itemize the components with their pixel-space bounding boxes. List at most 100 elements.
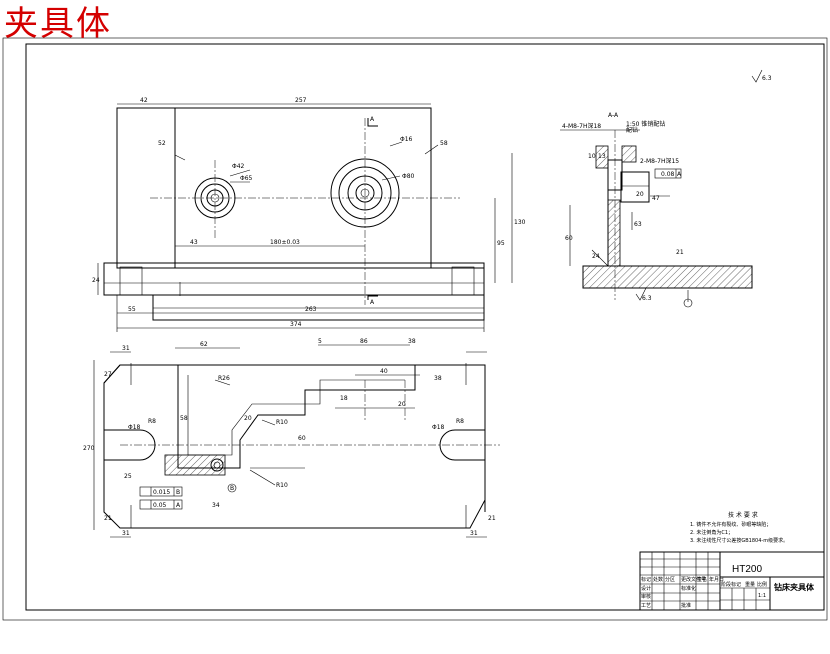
section-dim-10: 10 [588,153,596,160]
tolerance-frame-a [139,499,183,510]
tech-heading: 技 术 要 求 [728,511,758,519]
dim-front-r8a: R8 [148,418,156,425]
tb-cell-1: 处数 [653,576,663,583]
dim-top-52a: 52 [158,140,166,147]
dim-top-phi42: Φ42 [232,163,245,170]
tb-cell-7: 标准化 [681,585,696,592]
dim-front-31b: 31 [122,530,130,537]
dim-top-95: 95 [497,240,505,247]
dim-front-25: 25 [124,473,132,480]
roughness-note: 6.3 [762,75,772,82]
section-label: A-A [608,112,619,119]
dim-front-270: 270 [83,445,95,452]
section-roughness: 6.3 [642,295,652,302]
tb-cell-14: 1:1 [758,593,766,599]
dim-top-130: 130 [514,219,526,226]
tb-cell-10: 比例 [757,581,767,588]
tolerance-datum-a: A [176,502,181,509]
dim-top-374: 374 [290,321,302,328]
svg-text:B: B [230,485,234,492]
tolerance-frame-b [139,486,183,497]
svg-text:A: A [370,116,375,123]
technical-requirements: 技 术 要 求 1. 铸件不允许有裂纹、砂眼等缺陷； 2. 未注倒角为C1； 3… [690,511,788,544]
dim-front-18: 18 [340,395,348,402]
dim-top-42: 42 [140,97,148,104]
section-dim-60: 60 [565,235,573,242]
tolerance-value-b: 0.015 [153,489,170,496]
section-note-2: 1:50 锥销配钻 [626,120,665,128]
dim-front-r10a: R10 [276,419,288,426]
dim-front-34: 34 [212,502,220,509]
dim-front-38a: 38 [408,338,416,345]
tolerance-value-a: 0.05 [153,502,167,509]
section-dim-13: 13 [598,153,606,160]
dim-front-62: 62 [200,341,208,348]
dim-top-55: 55 [128,306,136,313]
dim-front-31a: 31 [122,345,130,352]
section-datum: A [677,171,682,178]
dim-front-phi18b: Φ18 [432,424,445,431]
tb-cell-11: 审核 [641,593,651,600]
tb-cell-5: 年月日 [709,576,724,583]
tech-item-3: 3. 未注线性尺寸公差按GB1804-m级要求。 [690,537,788,544]
tolerance-datum-b: B [176,489,180,496]
roughness-symbol: 6.3 [751,69,772,83]
title-block-material: HT200 [732,564,762,575]
tb-cell-8: 阶段标记 [721,581,741,588]
dim-front-58: 58 [180,415,188,422]
section-dim-21: 21 [676,249,684,256]
section-dim-63: 63 [634,221,642,228]
dim-front-38b: 38 [434,375,442,382]
dim-front-phi18a: Φ18 [128,424,141,431]
dim-front-21a: 21 [104,515,112,522]
section-note-3: 配钻 [626,126,638,134]
dim-front-40: 40 [380,368,388,375]
section-dim-47: 47 [652,195,660,202]
tb-cell-0: 标记 [641,576,651,583]
title-block: HT200 钻床夹具体 标记 处数 分区 更改文件号 签名 年月日 设计 标准化… [639,551,825,611]
section-tolerance: 0.08 [661,171,675,178]
dim-front-r10b: R10 [276,482,288,489]
dim-top-180: 180±0.03 [270,239,300,246]
tb-cell-13: 批准 [681,602,691,609]
section-note-4: 2-M8-7H深15 [640,157,679,165]
tb-cell-9: 重量 [745,581,755,588]
dim-top-257: 257 [295,97,307,104]
dim-top-phi65: Φ65 [240,175,253,182]
dim-top-24: 24 [92,277,100,284]
dim-front-5: 5 [318,338,322,345]
dim-front-86: 86 [360,338,368,345]
dim-top-58: 58 [440,140,448,147]
tb-cell-12: 工艺 [641,603,651,609]
tb-cell-4: 签名 [697,576,707,583]
dim-front-20b: 20 [244,415,252,422]
title-block-part-name: 钻床夹具体 [774,582,815,592]
tech-item-1: 1. 铸件不允许有裂纹、砂眼等缺陷； [690,521,771,528]
tb-cell-2: 分区 [665,576,675,583]
dim-front-60: 60 [298,435,306,442]
drawing-title: 夹具体 [4,4,112,44]
dim-front-r26: R26 [218,375,230,382]
section-view: A-A 4-M8-7H深18 1:50 锥销配钻 配钻 2-M8-7H深15 0… [560,112,753,308]
outer-border [2,37,828,621]
dim-front-27: 27 [104,371,112,378]
section-dim-24: 24 [592,253,600,260]
section-note-1: 4-M8-7H深18 [562,122,601,130]
dim-top-43: 43 [190,239,198,246]
dim-front-20: 20 [398,401,406,408]
dim-top-phi80: Φ80 [402,173,415,180]
front-view: 0.015 B 0.05 A B 31 27 62 5 86 38 40 38 … [83,338,500,538]
svg-text:A: A [370,299,375,306]
dim-front-21b: 21 [488,515,496,522]
dim-front-r8b: R8 [456,418,464,425]
inner-border [25,43,825,611]
tb-cell-6: 设计 [641,585,651,592]
top-view: A A 42 257 52 58 Φ42 Φ65 Φ16 Φ80 43 180±… [92,97,526,332]
tb-cell-3: 更改文件号 [681,576,706,583]
dim-top-263: 263 [305,306,317,313]
dim-top-phi16: Φ16 [400,136,413,143]
dim-front-31c: 31 [470,530,478,537]
section-dim-20: 20 [636,191,644,198]
tech-item-2: 2. 未注倒角为C1； [690,529,733,536]
